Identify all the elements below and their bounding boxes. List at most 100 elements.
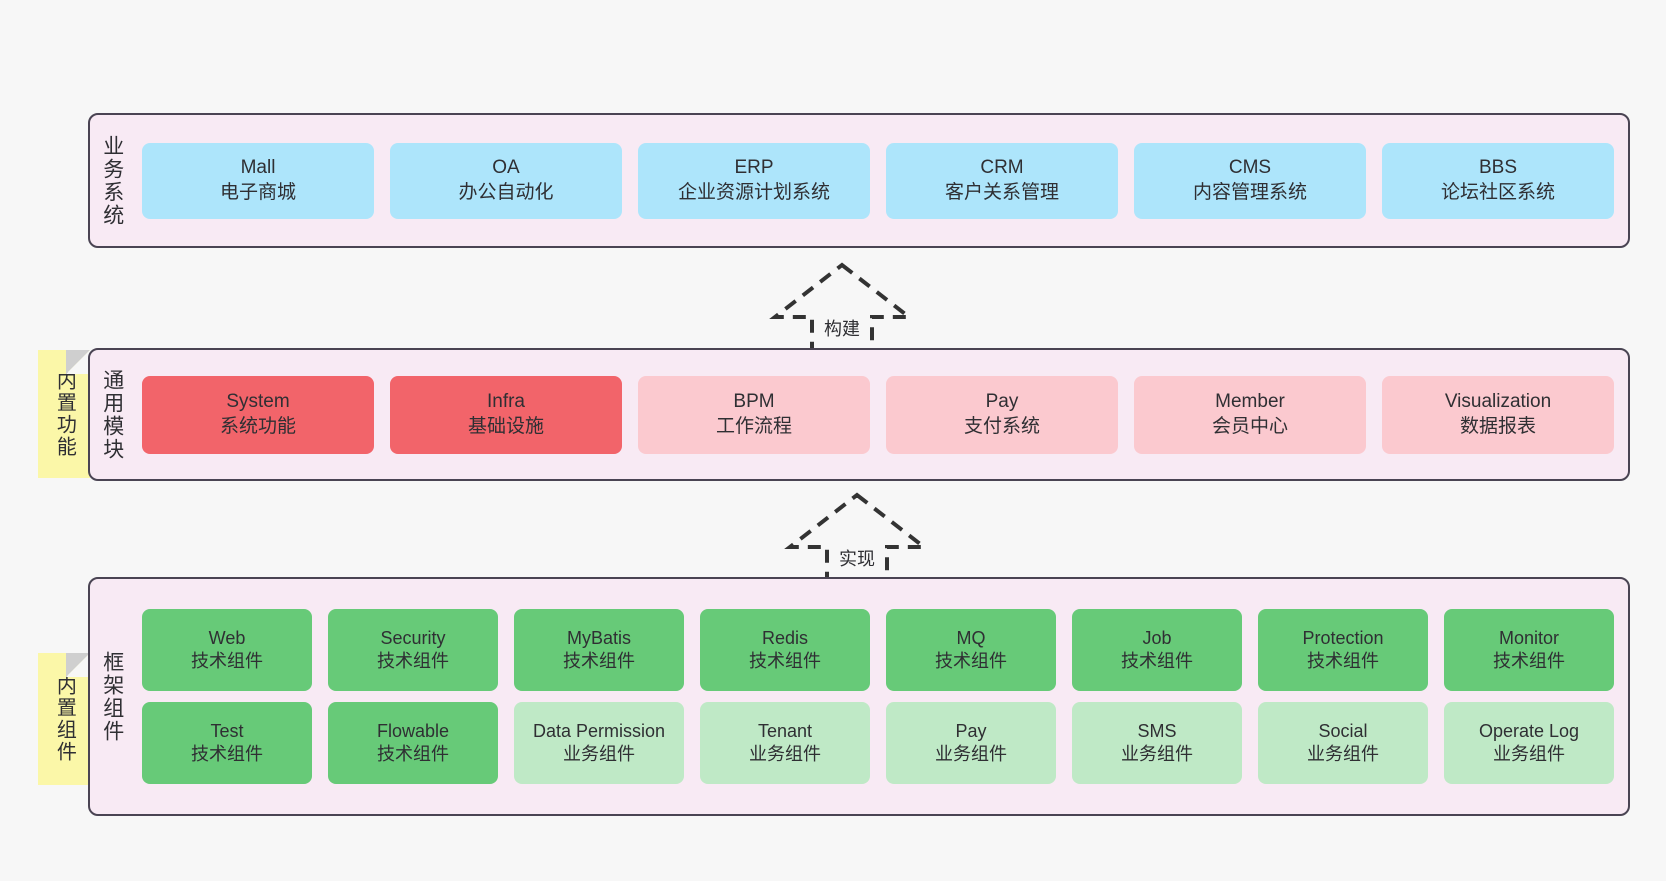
card-title-cn: 业务组件 [749,744,821,764]
arrow-build: 构建 [757,259,927,359]
card-title-en: Monitor [1498,627,1560,648]
card-row: System 系统功能 Infra 基础设施 BPM 工作流程 Pay 支付系统… [142,375,1614,454]
card-title-en: Social [1318,720,1368,741]
card-title-en: Security [380,627,446,648]
card-title-cn: 客户关系管理 [944,181,1059,203]
card-title-cn: 技术组件 [1493,651,1565,671]
card-title-en: CMS [1228,157,1272,179]
card-pay[interactable]: Pay 支付系统 [886,375,1118,454]
card-row: Mall 电子商城 OA 办公自动化 ERP 企业资源计划系统 CRM 客户关系… [142,142,1614,219]
card-web[interactable]: Web 技术组件 [142,609,312,691]
card-redis[interactable]: Redis 技术组件 [700,609,870,691]
card-title-cn: 技术组件 [1307,651,1379,671]
card-job[interactable]: Job 技术组件 [1072,609,1242,691]
card-title-cn: 办公自动化 [458,181,554,203]
card-title-cn: 技术组件 [377,651,449,671]
card-title-en: Redis [761,627,809,648]
layer-business-systems: 业务系统 Mall 电子商城 OA 办公自动化 ERP 企业资源计划系统 CRM… [88,113,1630,248]
card-title-en: Tenant [757,720,813,741]
card-data-permission[interactable]: Data Permission 业务组件 [514,702,684,784]
card-social[interactable]: Social 业务组件 [1258,702,1428,784]
card-title-cn: 技术组件 [191,744,263,764]
card-title-en: MQ [956,627,986,648]
card-protection[interactable]: Protection 技术组件 [1258,609,1428,691]
card-title-cn: 会员中心 [1211,415,1288,437]
arrow-label-implement: 实现 [837,545,877,571]
card-title-en: Pay [985,391,1019,413]
card-title-cn: 企业资源计划系统 [677,181,830,203]
layer-body-business: Mall 电子商城 OA 办公自动化 ERP 企业资源计划系统 CRM 客户关系… [134,115,1628,246]
card-title-cn: 工作流程 [715,415,792,437]
card-test[interactable]: Test 技术组件 [142,702,312,784]
card-bpm[interactable]: BPM 工作流程 [638,375,870,454]
card-row: Test 技术组件 Flowable 技术组件 Data Permission … [142,702,1614,784]
folded-corner-icon [66,653,90,677]
card-title-cn: 论坛社区系统 [1440,181,1555,203]
card-bbs[interactable]: BBS 论坛社区系统 [1382,142,1614,219]
card-title-en: Job [1142,627,1172,648]
card-monitor[interactable]: Monitor 技术组件 [1444,609,1614,691]
card-pay-biz[interactable]: Pay 业务组件 [886,702,1056,784]
card-title-en: MyBatis [566,627,631,648]
layer-title-business: 业务系统 [100,134,124,227]
card-mq[interactable]: MQ 技术组件 [886,609,1056,691]
layer-common-modules: 通用模块 System 系统功能 Infra 基础设施 BPM 工作流程 Pay… [88,348,1630,481]
card-title-en: Protection [1302,627,1384,648]
card-title-en: Web [208,627,246,648]
card-title-en: OA [492,157,520,179]
sticky-note-label: 内置功能 [53,370,76,458]
card-security[interactable]: Security 技术组件 [328,609,498,691]
card-title-en: Test [210,720,244,741]
card-erp[interactable]: ERP 企业资源计划系统 [638,142,870,219]
card-title-en: Member [1215,391,1285,413]
layer-body-framework: Web 技术组件 Security 技术组件 MyBatis 技术组件 Redi… [134,579,1628,814]
card-operate-log[interactable]: Operate Log 业务组件 [1444,702,1614,784]
card-title-en: BPM [733,391,775,413]
folded-corner-icon [66,350,90,374]
arrow-implement: 实现 [772,489,942,589]
card-visualization[interactable]: Visualization 数据报表 [1382,375,1614,454]
card-cms[interactable]: CMS 内容管理系统 [1134,142,1366,219]
card-sms[interactable]: SMS 业务组件 [1072,702,1242,784]
card-title-cn: 技术组件 [935,651,1007,671]
card-title-cn: 业务组件 [1307,744,1379,764]
card-title-cn: 技术组件 [377,744,449,764]
card-flowable[interactable]: Flowable 技术组件 [328,702,498,784]
card-title-cn: 技术组件 [563,651,635,671]
layer-body-modules: System 系统功能 Infra 基础设施 BPM 工作流程 Pay 支付系统… [134,350,1628,479]
card-title-en: Operate Log [1478,720,1580,741]
card-mybatis[interactable]: MyBatis 技术组件 [514,609,684,691]
layer-title-modules: 通用模块 [100,368,124,461]
card-title-cn: 业务组件 [563,744,635,764]
card-title-cn: 数据报表 [1459,415,1536,437]
card-mall[interactable]: Mall 电子商城 [142,142,374,219]
card-title-en: System [226,391,290,413]
card-title-en: BBS [1478,157,1518,179]
card-crm[interactable]: CRM 客户关系管理 [886,142,1118,219]
card-title-en: Visualization [1444,391,1552,413]
card-title-en: Mall [240,157,276,179]
card-oa[interactable]: OA 办公自动化 [390,142,622,219]
card-row: Web 技术组件 Security 技术组件 MyBatis 技术组件 Redi… [142,609,1614,691]
card-title-cn: 业务组件 [1121,744,1193,764]
card-system[interactable]: System 系统功能 [142,375,374,454]
card-title-en: Flowable [376,720,450,741]
card-title-en: CRM [980,157,1024,179]
sticky-note-label: 内置组件 [53,675,76,763]
card-member[interactable]: Member 会员中心 [1134,375,1366,454]
card-title-en: SMS [1137,720,1177,741]
card-tenant[interactable]: Tenant 业务组件 [700,702,870,784]
card-title-cn: 系统功能 [219,415,296,437]
dashed-up-arrow-icon [769,262,915,357]
card-title-en: ERP [734,157,774,179]
card-title-cn: 业务组件 [1493,744,1565,764]
card-title-en: Pay [955,720,987,741]
card-title-cn: 支付系统 [963,415,1040,437]
card-title-cn: 业务组件 [935,744,1007,764]
arrow-label-build: 构建 [822,315,862,341]
card-infra[interactable]: Infra 基础设施 [390,375,622,454]
card-title-en: Data Permission [532,720,666,741]
card-title-cn: 电子商城 [219,181,296,203]
layer-framework-components: 框架组件 Web 技术组件 Security 技术组件 MyBatis 技术组件… [88,577,1630,816]
